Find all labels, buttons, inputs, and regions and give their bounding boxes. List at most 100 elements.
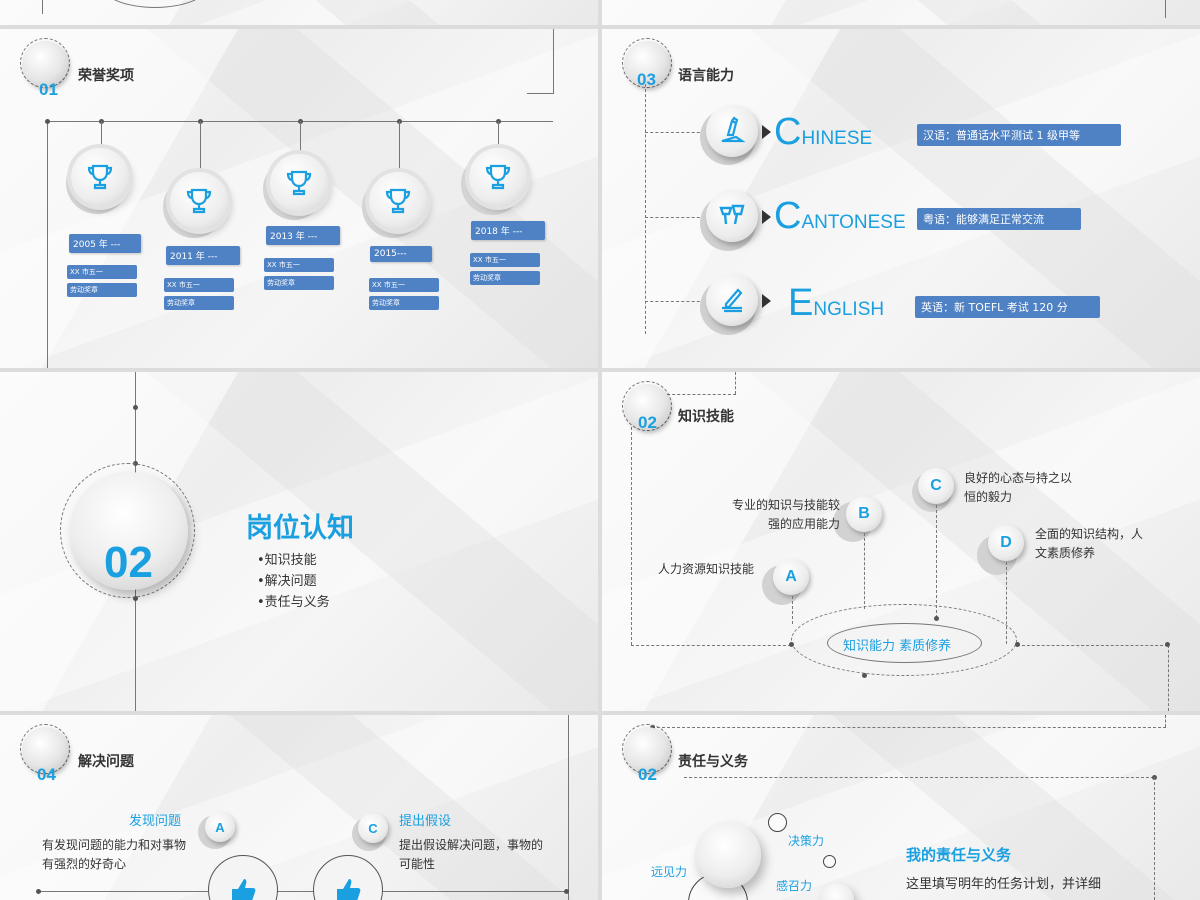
- point-text-line: 可能性: [399, 857, 436, 871]
- header-ring: [20, 38, 70, 88]
- center-circle: [695, 822, 761, 888]
- slide-language: 03 语言能力 CHINESE 汉语：普通话水平测试 1 级甲等 CANTONE…: [602, 29, 1200, 368]
- slide-problem-solving: 04 解决问题 A 发现问题 有发现问题的能力和对事物有强烈的好奇心 C 提出假…: [0, 715, 598, 900]
- point-text: 专业的知识与技能较强的应用能力: [720, 496, 840, 534]
- point-circle: A: [773, 559, 809, 595]
- language-level: 粤语：能够满足正常交流: [917, 208, 1081, 230]
- timeline-dot: [1165, 642, 1170, 647]
- point-circle: A: [205, 812, 235, 842]
- connector-line: [527, 93, 554, 94]
- point-circle: B: [846, 496, 882, 532]
- slide-knowledge: 02 知识技能 知识能力 素质修养 A 人力资源知识技能 B 专业的知识与技能较…: [602, 372, 1200, 711]
- point-text-line: 文素质修养: [1035, 546, 1096, 560]
- timeline-dot: [45, 119, 50, 124]
- connector-line: [1165, 715, 1166, 727]
- connector-line: [1017, 645, 1168, 646]
- connector-line: [864, 533, 865, 609]
- trophy-icon: [286, 170, 312, 196]
- point-text: 有发现问题的能力和对事物有强烈的好奇心: [42, 836, 186, 874]
- slide-title: 解决问题: [78, 754, 134, 770]
- slide-duty: 02 责任与义务 决策力 远见力 感召力 我的责任与义务 这里填写明年的任务计划…: [602, 715, 1200, 900]
- header-circle: [624, 384, 670, 430]
- point-circle: D: [988, 525, 1024, 561]
- language-circle: [706, 274, 758, 326]
- connector-line: [553, 29, 554, 93]
- duty-body: 这里填写明年的任务计划，并详细: [906, 877, 1102, 892]
- award-year: 2005 年 ---: [69, 234, 141, 253]
- header-circle: [624, 727, 670, 773]
- bullet-item: •责任与义务: [257, 595, 330, 610]
- award-line2: 劳动奖章: [264, 276, 334, 290]
- connector-line: [1154, 777, 1155, 900]
- timeline-dot: [934, 616, 939, 621]
- header-ring: [20, 724, 70, 774]
- timeline-dot: [862, 673, 867, 678]
- outer-ellipse: [791, 604, 1017, 676]
- header-ring: [622, 724, 672, 774]
- point-circle: C: [918, 468, 954, 504]
- slide-partial-top-right: [602, 0, 1200, 25]
- connector-line: [652, 727, 1166, 728]
- timeline-dot: [789, 642, 794, 647]
- award-circle: [469, 148, 527, 206]
- ability-label: 决策力: [788, 834, 825, 848]
- timeline-dot: [564, 889, 569, 894]
- section-number: 02: [104, 538, 153, 587]
- slide-title: 荣誉奖项: [78, 68, 134, 84]
- connector-line: [662, 394, 736, 395]
- point-heading: 提出假设: [399, 814, 452, 829]
- ring-decoration: [100, 0, 210, 8]
- language-name: CHINESE: [774, 111, 872, 154]
- thumbs-up-circle: [208, 855, 278, 900]
- bullet-item: •解决问题: [257, 574, 317, 589]
- language-name: CANTONESE: [774, 195, 906, 238]
- arrow-icon: [762, 294, 771, 308]
- language-initial: C: [774, 111, 802, 153]
- language-circle: [706, 105, 758, 157]
- language-name: ENGLISH: [788, 282, 884, 325]
- slide-section-intro: 02 岗位认知 •知识技能 •解决问题 •责任与义务: [0, 372, 598, 711]
- timeline-dot: [1015, 642, 1020, 647]
- trophy-icon: [186, 188, 212, 214]
- connector-line: [568, 715, 569, 900]
- ability-label: 远见力: [651, 865, 688, 879]
- award-year: 2011 年 ---: [166, 246, 240, 265]
- header-ring: [622, 38, 672, 88]
- language-initial: E: [788, 282, 814, 324]
- header-ring: [622, 381, 672, 431]
- award-line1: XX 市五一: [264, 258, 334, 272]
- connector-line: [101, 121, 102, 149]
- language-rest: ANTONESE: [801, 212, 906, 233]
- duty-heading: 我的责任与义务: [906, 846, 1012, 864]
- point-text-line: 有强烈的好奇心: [42, 857, 127, 871]
- point-text-line: 全面的知识结构，人: [1035, 527, 1144, 541]
- writing-icon: [722, 288, 743, 313]
- language-initial: C: [774, 195, 802, 237]
- timeline-dot: [133, 405, 138, 410]
- bullet-item: •知识技能: [257, 553, 317, 568]
- point-text-line: 良好的心态与持之以: [964, 471, 1073, 485]
- small-circle: [768, 813, 787, 832]
- point-text-line: 恒的毅力: [964, 490, 1013, 504]
- section-circle: [70, 472, 188, 590]
- connector-line: [300, 121, 301, 153]
- section-number: 02: [638, 765, 657, 784]
- award-year: 2015---: [370, 246, 432, 262]
- point-text: 全面的知识结构，人文素质修养: [1035, 525, 1143, 563]
- connector-line: [1165, 0, 1166, 18]
- connector-line: [631, 427, 632, 645]
- bullet-list: •知识技能 •解决问题 •责任与义务: [257, 550, 330, 613]
- point-text-line: 强的应用能力: [767, 517, 840, 531]
- award-circle: [369, 172, 427, 230]
- inner-ellipse: [827, 623, 982, 663]
- award-line2: 劳动奖章: [164, 296, 234, 310]
- point-text: 提出假设解决问题，事物的可能性: [399, 836, 543, 874]
- small-sphere: [820, 883, 854, 900]
- header-circle: [22, 727, 68, 773]
- timeline-dot: [133, 596, 138, 601]
- thumbs-up-circle: [313, 855, 383, 900]
- connector-line: [684, 777, 1154, 778]
- connector-line: [1006, 562, 1007, 644]
- outer-ring: [60, 463, 195, 598]
- connector-line: [645, 84, 646, 334]
